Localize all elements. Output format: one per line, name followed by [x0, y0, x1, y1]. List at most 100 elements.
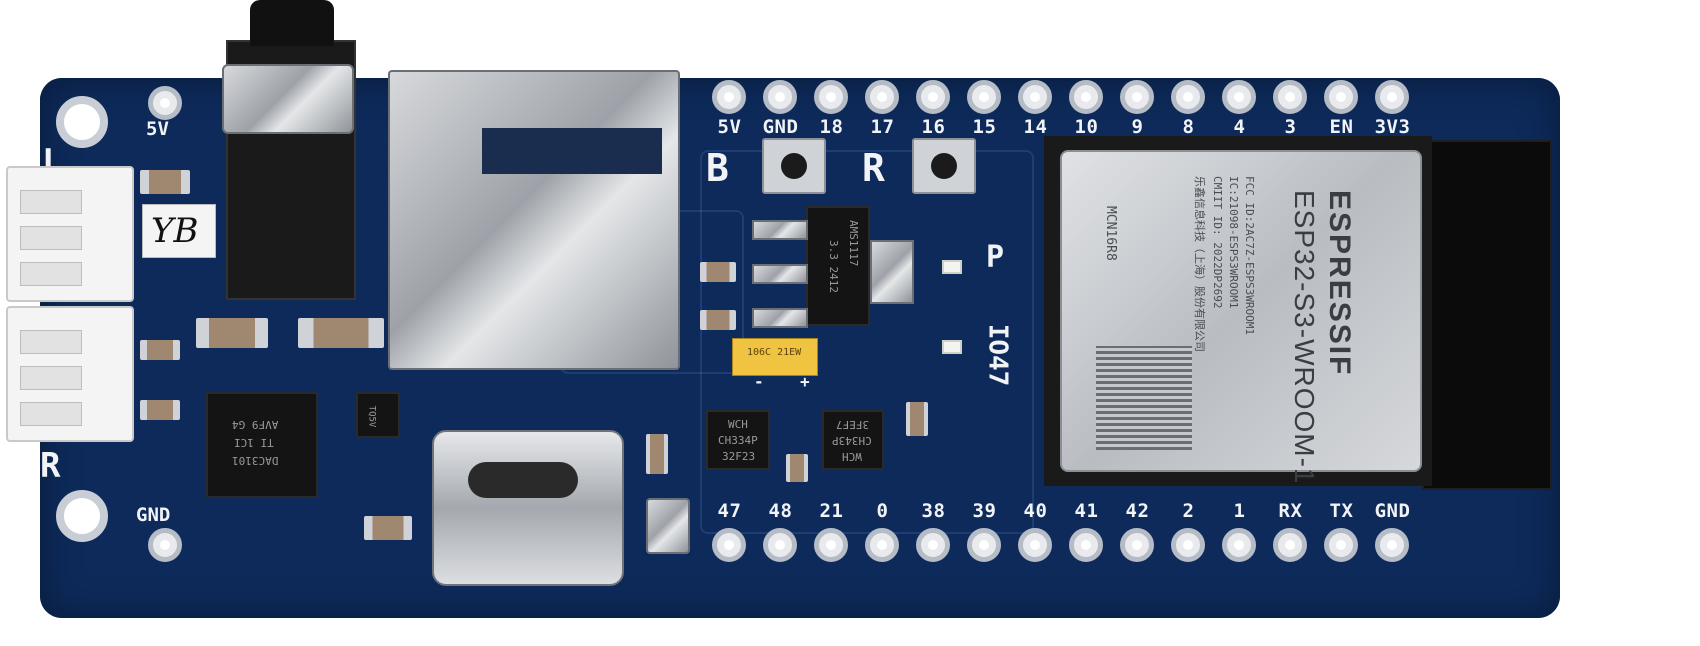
bottom-pin-label: 41	[1074, 500, 1099, 522]
pin-pad[interactable]	[967, 80, 1001, 114]
pin-pad[interactable]	[763, 528, 797, 562]
pin-pad[interactable]	[763, 80, 797, 114]
pin-pad[interactable]	[1324, 80, 1358, 114]
bottom-pin-label: GND	[1374, 500, 1411, 522]
capacitor	[196, 318, 268, 348]
bottom-pin-label: 1	[1233, 500, 1246, 522]
regulator-ams1117: AMS1117 3.3 2412	[806, 206, 870, 326]
power-led-label: P	[986, 240, 1005, 275]
resistor	[140, 400, 180, 420]
dac-text-1: DAC3101	[232, 454, 279, 467]
pin-pad[interactable]	[865, 528, 899, 562]
polarity-plus: +	[800, 372, 810, 391]
dac-chip: AVF9 G4 TI 1CI DAC3101	[206, 392, 318, 498]
module-maker: 乐鑫信息科技（上海）股份有限公司	[1193, 176, 1206, 352]
module-antenna	[1422, 140, 1552, 490]
boot-button[interactable]	[762, 138, 826, 194]
usb-c-port[interactable]	[432, 430, 624, 586]
top-pin-label: GND	[762, 116, 799, 138]
sticker: YB	[142, 204, 216, 258]
resistor	[700, 310, 736, 330]
capacitor	[140, 170, 190, 194]
top-pin-label: 15	[972, 116, 997, 138]
pin-pad[interactable]	[1018, 528, 1052, 562]
pin-pad[interactable]	[916, 80, 950, 114]
dac-text-3: AVF9 G4	[232, 418, 279, 431]
reset-button[interactable]	[912, 138, 976, 194]
module-cmiit: CMIIT ID: 2022DP2692	[1211, 176, 1224, 309]
top-pin-label: 5V	[717, 116, 742, 138]
bottom-header-pins	[712, 528, 1426, 562]
module-cert-block: FCC ID:2AC7Z-ESPS3WROOM1 IC:21098-ESPS3W…	[1192, 176, 1256, 416]
pin-pad[interactable]	[1375, 528, 1409, 562]
ch334p-text-1: WCH	[728, 418, 748, 431]
ch334p-chip: WCH CH334P 32F23	[706, 410, 770, 470]
microsd-window	[482, 128, 662, 174]
pin-pad[interactable]	[1222, 80, 1256, 114]
power-led	[942, 260, 962, 274]
pin-pad[interactable]	[865, 80, 899, 114]
bottom-pin-label: 39	[972, 500, 997, 522]
bottom-pin-labels: 47 48 21 0 38 39 40 41 42 2 1 RX TX GND	[704, 500, 1418, 522]
pin-pad[interactable]	[1222, 528, 1256, 562]
bottom-pin-label: 40	[1023, 500, 1048, 522]
ch343p-text-1: 3FEF7	[836, 418, 870, 431]
pin-pad[interactable]	[1120, 528, 1154, 562]
pin-pad[interactable]	[1069, 80, 1103, 114]
regulator-text-2: 3.3 2412	[827, 240, 840, 293]
jst-connector-right[interactable]	[6, 306, 134, 442]
module-brand: ESPRESSIF	[1323, 190, 1356, 377]
pin-pad[interactable]	[814, 80, 848, 114]
jst-connector-left[interactable]	[6, 166, 134, 302]
label-right-channel: R	[40, 446, 61, 486]
pin-pad[interactable]	[1120, 80, 1154, 114]
ch343p-chip: 3FEF7 CH343P WCH	[822, 410, 884, 470]
pin-pad[interactable]	[1273, 80, 1307, 114]
bottom-pin-label: 42	[1125, 500, 1150, 522]
tantalum-text: 106C 21EW	[747, 347, 802, 358]
bottom-pin-label: 21	[819, 500, 844, 522]
pin-pad[interactable]	[916, 528, 950, 562]
label-5v-left: 5V	[146, 118, 169, 140]
small-chip: TQ5V	[356, 392, 400, 438]
mounting-hole	[56, 490, 108, 542]
pin-pad[interactable]	[1171, 528, 1205, 562]
label-gnd-left: GND	[136, 504, 171, 526]
pin-pad[interactable]	[1018, 80, 1052, 114]
bottom-pin-label: 38	[921, 500, 946, 522]
microsd-slot[interactable]	[388, 70, 680, 370]
pin-pad[interactable]	[712, 80, 746, 114]
top-pin-label: 17	[870, 116, 895, 138]
top-pin-label: 9	[1131, 116, 1144, 138]
sticker-label: YB	[151, 211, 199, 251]
pin-pad[interactable]	[814, 528, 848, 562]
bottom-pin-label: TX	[1329, 500, 1354, 522]
pin-pad[interactable]	[712, 528, 746, 562]
bottom-pin-label: RX	[1278, 500, 1303, 522]
polarity-minus: -	[754, 372, 764, 391]
top-pin-label: 10	[1074, 116, 1099, 138]
capacitor	[364, 516, 412, 540]
pad-5v-left	[148, 86, 182, 120]
top-pin-label: 4	[1233, 116, 1246, 138]
io47-led-label: IO47	[982, 323, 1013, 387]
bottom-pin-label: 47	[717, 500, 742, 522]
bottom-pin-label: 0	[876, 500, 889, 522]
pin-pad[interactable]	[1069, 528, 1103, 562]
resistor	[140, 340, 180, 360]
pin-pad[interactable]	[1273, 528, 1307, 562]
top-pin-label: 3	[1284, 116, 1297, 138]
module-variant: MCN16R8	[1103, 206, 1118, 261]
audio-jack-shield	[222, 64, 354, 134]
pin-pad[interactable]	[1375, 80, 1409, 114]
regulator-pin	[752, 220, 808, 240]
module-ic: IC:21098-ESPS3WROOM1	[1227, 176, 1240, 309]
top-pin-label: EN	[1329, 116, 1354, 138]
mounting-hole	[56, 96, 108, 148]
pin-pad[interactable]	[967, 528, 1001, 562]
regulator-pin	[752, 308, 808, 328]
pin-pad[interactable]	[1171, 80, 1205, 114]
pin-pad[interactable]	[1324, 528, 1358, 562]
pcb-trace	[700, 150, 1034, 534]
